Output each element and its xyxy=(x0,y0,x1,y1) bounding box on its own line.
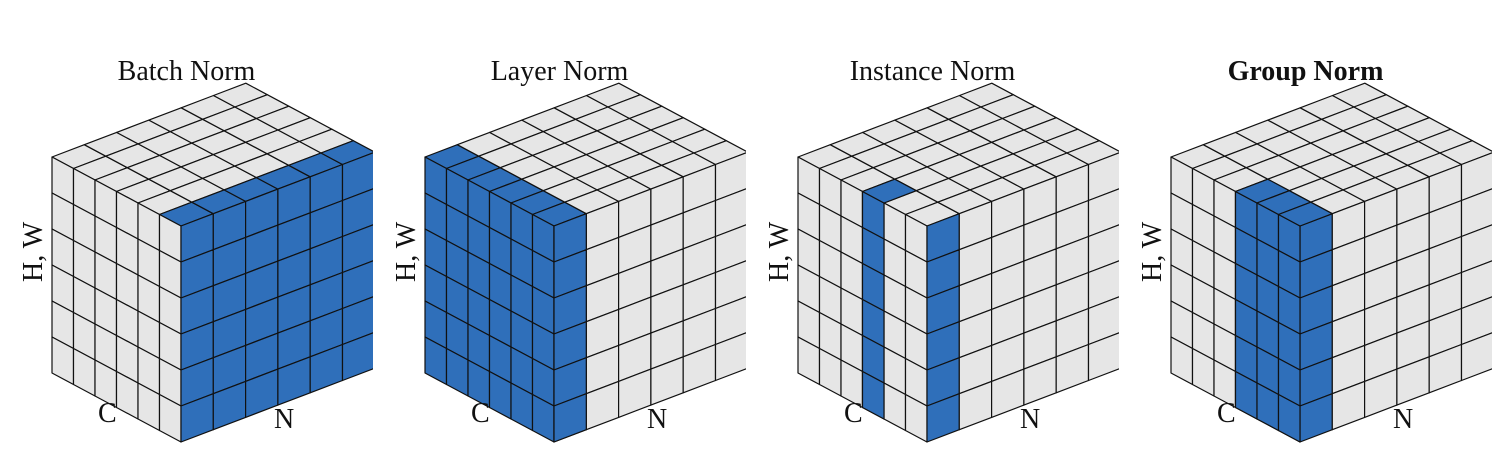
highlighted-cell xyxy=(1277,201,1333,227)
panel-title: Group Norm xyxy=(1227,56,1384,87)
group-norm-panel: Group Norm H, W C N xyxy=(1119,0,1492,470)
highlighted-cell xyxy=(1277,393,1301,443)
batch-norm-cube xyxy=(51,82,373,443)
cube-cell xyxy=(1087,188,1119,238)
cube-cell xyxy=(714,224,746,274)
cube-cell xyxy=(1460,152,1492,202)
cube-cell xyxy=(341,260,373,310)
hw-axis-label: H, W xyxy=(18,221,49,282)
cube-cell xyxy=(1439,140,1492,166)
cube-cell xyxy=(320,140,373,166)
batch-norm-panel: Batch Norm H, W C N xyxy=(0,0,373,470)
cube-cell xyxy=(1460,188,1492,238)
hw-axis-label: H, W xyxy=(764,221,795,282)
cube-cell xyxy=(714,260,746,310)
cube-cell xyxy=(1460,296,1492,346)
n-axis-label: N xyxy=(1393,404,1414,435)
panel-title: Layer Norm xyxy=(490,56,629,87)
c-axis-label: C xyxy=(1217,398,1236,429)
cube-cell xyxy=(1460,224,1492,274)
cube-cell xyxy=(341,188,373,238)
c-axis-label: C xyxy=(844,398,863,429)
cube-cell xyxy=(1460,260,1492,310)
instance-norm-panel: Instance Norm H, W C N xyxy=(746,0,1119,470)
cube-cell xyxy=(714,332,746,382)
n-axis-label: N xyxy=(1020,404,1041,435)
c-axis-label: C xyxy=(98,398,117,429)
highlighted-cell xyxy=(861,178,917,204)
cube-cell xyxy=(341,296,373,346)
cube-cell xyxy=(1087,260,1119,310)
hw-axis-label: H, W xyxy=(391,221,422,282)
instance-norm-cube xyxy=(797,82,1119,443)
hw-axis-label: H, W xyxy=(1137,221,1168,282)
panel-title: Instance Norm xyxy=(849,56,1016,87)
panel-title: Batch Norm xyxy=(117,56,256,87)
cube-cell xyxy=(1087,296,1119,346)
layer-norm-cube xyxy=(424,82,746,443)
cube-cell xyxy=(341,332,373,382)
cube-cell xyxy=(714,188,746,238)
layer-norm-panel: Layer Norm H, W C N xyxy=(373,0,746,470)
n-axis-label: N xyxy=(274,404,295,435)
cube-cell xyxy=(1087,224,1119,274)
cube-cell xyxy=(714,296,746,346)
highlighted-cell xyxy=(553,393,587,443)
cube-cell xyxy=(1460,332,1492,382)
cube-cell xyxy=(341,152,373,202)
cube-cell xyxy=(1087,152,1119,202)
cube-cell xyxy=(341,224,373,274)
cube-cell xyxy=(1066,140,1119,166)
n-axis-label: N xyxy=(647,404,668,435)
highlighted-cell xyxy=(861,370,885,420)
cube-cell xyxy=(1087,332,1119,382)
c-axis-label: C xyxy=(471,398,490,429)
cube-cell xyxy=(714,152,746,202)
group-norm-cube xyxy=(1170,82,1492,443)
cube-cell xyxy=(693,140,746,166)
